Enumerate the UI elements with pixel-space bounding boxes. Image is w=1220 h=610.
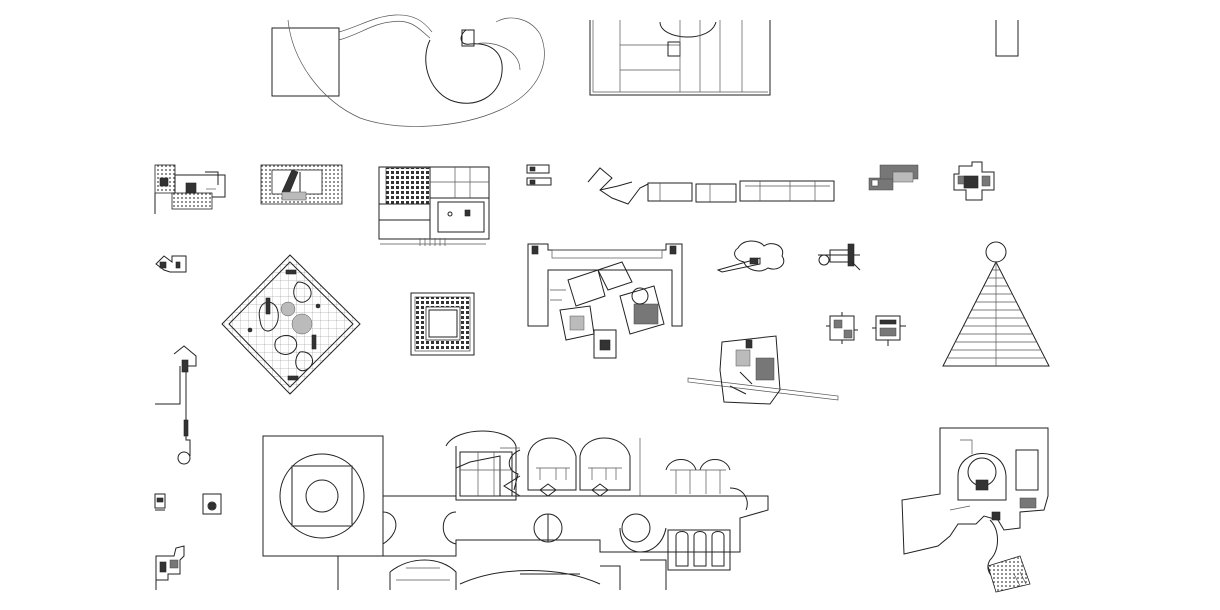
plan-hatched-pavilion — [260, 164, 343, 205]
plan-sliced-block — [589, 20, 771, 96]
plan-courtyard-complex — [527, 243, 683, 359]
plan-diamond-grid-pavilion — [221, 254, 361, 395]
plan-gray-cluster — [868, 164, 919, 191]
plan-small-cell-a — [154, 493, 166, 511]
plan-corner-fragment — [155, 545, 185, 590]
plan-courtyard-square — [410, 292, 475, 356]
plan-linear-tower-stem — [155, 345, 197, 465]
plan-dotted-house — [154, 164, 226, 214]
plan-linear-bar-building — [587, 167, 835, 205]
plan-tiny-square — [155, 255, 187, 273]
plan-small-round-cell — [202, 493, 222, 515]
plan-organic-garden — [271, 14, 545, 127]
plan-small-tower — [818, 243, 861, 271]
plan-cross-house — [953, 161, 995, 201]
plan-cloud-pavilion — [716, 240, 785, 273]
plan-hillside-house — [901, 427, 1049, 593]
plan-small-tall-rect — [995, 20, 1019, 57]
plan-grid-villa — [378, 166, 490, 246]
plan-small-twin-blocks — [526, 164, 552, 186]
plan-twin-cross-plans — [826, 312, 906, 346]
plan-diagonal-campus — [687, 335, 839, 405]
plan-bath-rotunda-complex — [262, 430, 769, 590]
plan-stepped-pyramid — [942, 241, 1050, 367]
